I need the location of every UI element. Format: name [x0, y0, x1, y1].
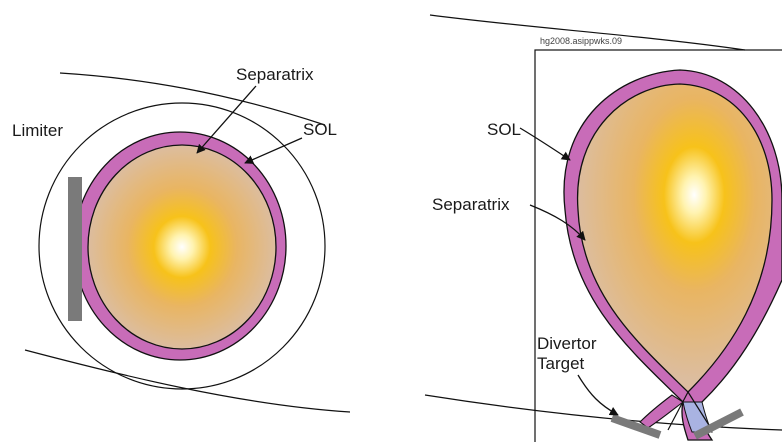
sol-left-arrow — [245, 138, 302, 163]
divertor-label: Divertor — [537, 334, 597, 353]
target-label: Target — [537, 354, 585, 373]
limiter-label: Limiter — [12, 121, 63, 140]
vessel-wall-bottom-right — [425, 395, 782, 430]
separatrix-label-right: Separatrix — [432, 195, 510, 214]
sol-right-arrow — [520, 128, 570, 160]
plasma-core-left — [88, 145, 276, 349]
divertor-configuration: hg2008.asippwks.09 SOL Separatrix Divert… — [425, 15, 782, 442]
limiter-configuration: Separatrix SOL Limiter — [12, 65, 350, 412]
sol-label-right: SOL — [487, 120, 521, 139]
separatrix-label-left: Separatrix — [236, 65, 314, 84]
limiter-plate — [68, 177, 82, 321]
sol-label-left: SOL — [303, 120, 337, 139]
figure-id-label: hg2008.asippwks.09 — [540, 36, 622, 46]
divertor-target-arrow — [578, 375, 618, 415]
